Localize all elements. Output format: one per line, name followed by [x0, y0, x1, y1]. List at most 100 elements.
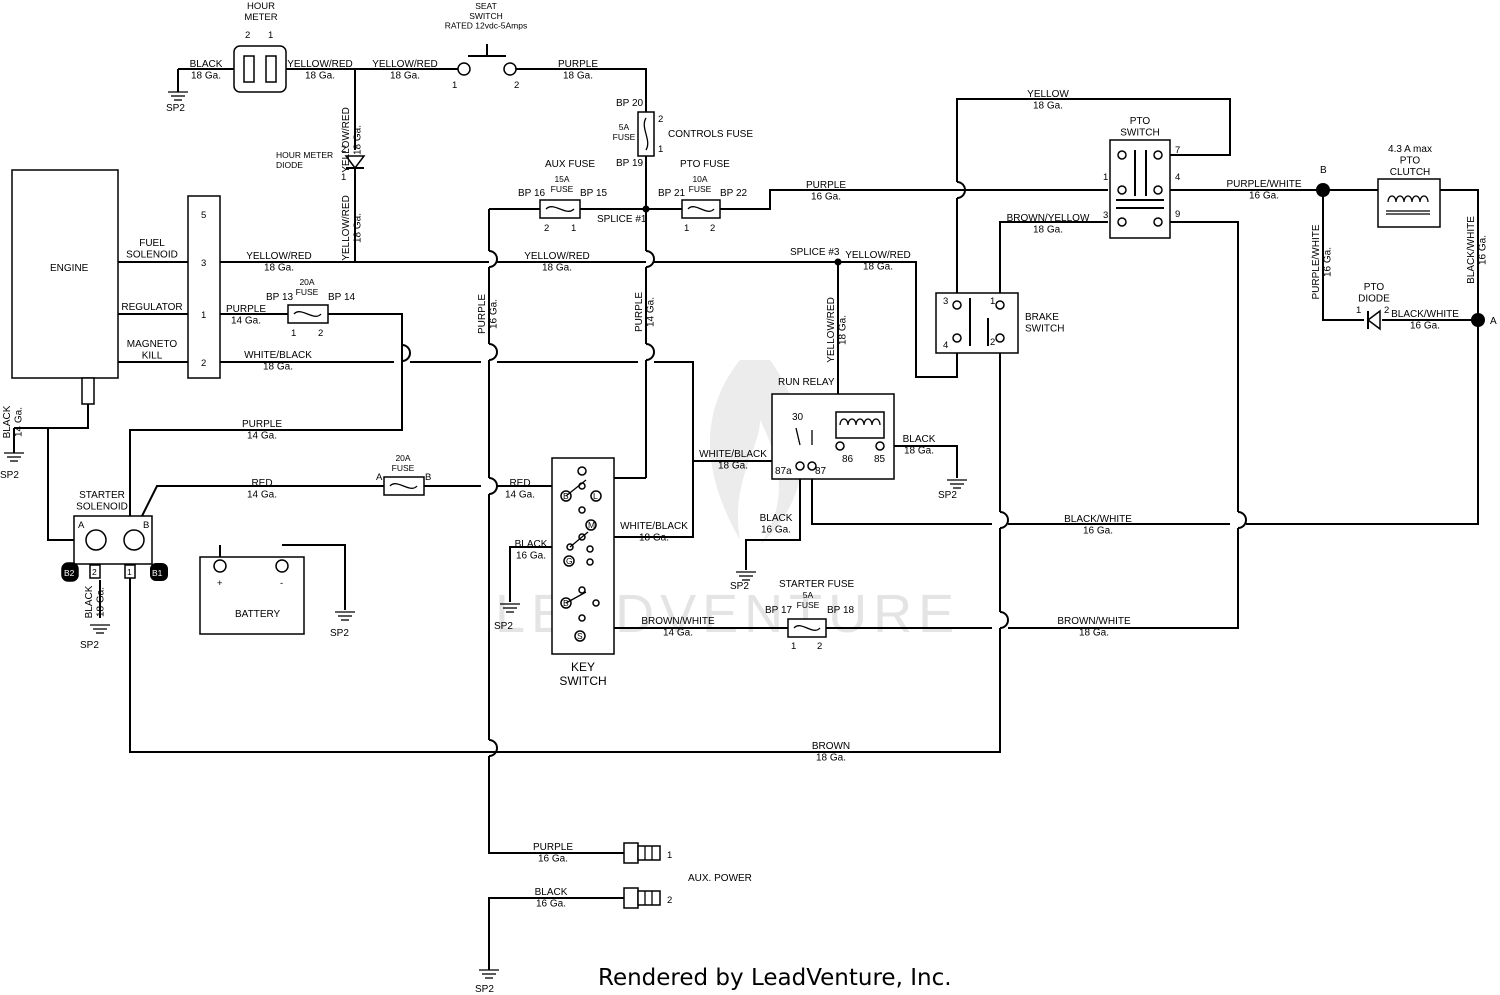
ground-solenoid: SP2	[80, 624, 110, 651]
pin-label: B	[143, 520, 149, 531]
bp-label: BP 20	[616, 98, 643, 109]
pin-label: 1	[1103, 172, 1108, 183]
pin-label: 4	[1175, 172, 1180, 183]
bp-label: BP 17	[765, 605, 792, 616]
footer-credit: Rendered by LeadVenture, Inc.	[598, 965, 952, 991]
ground-label: SP2	[330, 628, 349, 639]
pin-label: 1	[684, 223, 689, 234]
controls-fuse-label: CONTROLS FUSE	[668, 129, 753, 140]
pin-label: 7	[1175, 145, 1180, 156]
pin-label: 3	[201, 258, 206, 269]
pin-label: 87	[815, 466, 827, 477]
key-pin-label: S	[577, 631, 583, 641]
ground-key: SP2	[494, 603, 520, 632]
pin-label: 3	[943, 296, 948, 307]
splice-3-node	[834, 258, 842, 266]
bp-label: BP 19	[616, 158, 643, 169]
pin-label: 1	[571, 223, 576, 234]
splice-3-label: SPLICE #3	[790, 247, 840, 258]
bp-label: BP 18	[827, 605, 854, 616]
wires	[13, 68, 1479, 970]
pin-label: 2	[92, 567, 97, 577]
key-pin-label: M	[588, 520, 595, 530]
pin-label: 2	[710, 223, 715, 234]
node-a	[1471, 313, 1485, 327]
ground-label: SP2	[0, 470, 19, 481]
terminal-b1: B1	[152, 568, 163, 578]
bp-label: BP 22	[720, 188, 747, 199]
engine-label: ENGINE	[50, 263, 89, 274]
wire-label: YELLOW/RED18 Ga.	[341, 195, 364, 261]
splice-1-label: SPLICE #1	[597, 214, 647, 225]
battery: + - BATTERY	[199, 556, 305, 635]
ground-hour-meter: SP2	[166, 91, 188, 114]
pin-label: 30	[792, 412, 804, 423]
pin-label: 1	[667, 850, 672, 861]
pin-label: 87a	[775, 466, 792, 477]
bp-label: BP 15	[580, 188, 607, 199]
pto-fuse-label: PTO FUSE	[680, 159, 730, 170]
ground-label: SP2	[80, 640, 99, 651]
pin-label: +	[217, 578, 223, 589]
pin-label: 2	[817, 641, 822, 652]
pin-label: 2	[990, 337, 995, 348]
ground-relay-1: SP2	[730, 571, 756, 592]
pin-label: 2	[544, 223, 549, 234]
pin-label: 2	[667, 895, 672, 906]
node-b-label: B	[1320, 165, 1327, 176]
wire-label: BLACK18 Ga.	[84, 585, 107, 618]
pin-label: 86	[842, 454, 854, 465]
ground-label: SP2	[475, 984, 494, 995]
ground-label: SP2	[166, 103, 185, 114]
pin-label: 9	[1175, 209, 1180, 220]
node-b	[1316, 183, 1330, 197]
aux-power-label: AUX. POWER	[688, 873, 752, 884]
pin-label: 1	[127, 567, 132, 577]
pin-label: 1	[452, 80, 457, 91]
wire-label: YELLOW/RED18 Ga.	[826, 297, 849, 363]
pin-label: 2	[1384, 305, 1389, 316]
splice-1-node	[642, 205, 650, 213]
pin-label: 1	[1356, 305, 1361, 316]
pin-label: 1	[201, 310, 206, 321]
pin-label: 1	[791, 641, 796, 652]
run-relay-label: RUN RELAY	[778, 377, 835, 388]
pin-label: 2	[201, 358, 206, 369]
pin-label: 1	[291, 328, 296, 339]
bp-label: BP 14	[328, 292, 355, 303]
bp-label: BP 21	[658, 188, 685, 199]
